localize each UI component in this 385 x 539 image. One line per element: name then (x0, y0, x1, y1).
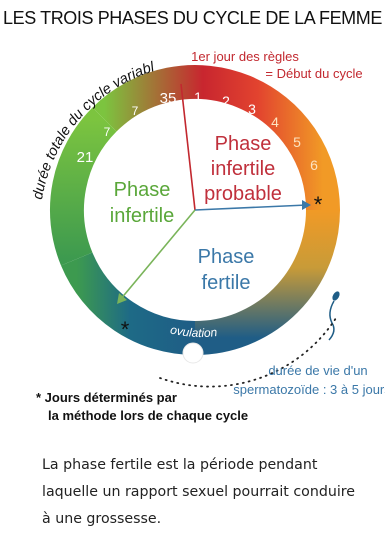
page-title: LES TROIS PHASES DU CYCLE DE LA FEMME (3, 8, 382, 28)
ovulation-label: ovulation (169, 322, 218, 340)
footnote-line1: * Jours déterminés par (36, 390, 177, 405)
star-marker-left: * (121, 317, 130, 342)
phase-fertile-line2: fertile (202, 272, 251, 294)
day-35: 35 (160, 90, 177, 107)
cycle-start-label: = Début du cycle (265, 66, 362, 81)
arrow-left-head (117, 293, 127, 304)
day-6: 6 (310, 157, 318, 173)
ring-segment-top (92, 65, 340, 211)
caption-line3: à une grossesse. (42, 511, 162, 527)
caption-line2: laquelle un rapport sexuel pourrait cond… (42, 484, 356, 500)
ring-segment-right (194, 209, 340, 355)
cycle-ring (50, 65, 340, 355)
sperm-life-line1: durée de vie d'un (268, 363, 367, 378)
phase-infertile-probable-line1: Phase (215, 133, 272, 155)
phase-infertile-line1: Phase (114, 179, 171, 201)
divider-left (119, 209, 196, 301)
sperm-life-line2: spermatozoïde : 3 à 5 jours (233, 382, 385, 397)
day-1: 1 (194, 89, 202, 105)
divider-top (180, 83, 196, 211)
caption-line1: La phase fertile est la période pendant (42, 457, 318, 473)
phase-fertile-line1: Phase (198, 246, 255, 268)
divider-right (194, 204, 308, 211)
phase-infertile-probable-line2: infertile (211, 158, 275, 180)
day-7a: 7 (132, 104, 139, 118)
ring-segment-left (50, 107, 117, 266)
sperm-life-dotted-arc (159, 317, 337, 388)
phase-infertile-probable-line3: probable (204, 183, 282, 205)
first-day-label: 1er jour des règles (191, 49, 299, 64)
day-7b: 7 (104, 125, 111, 139)
cycle-diagram: Phase infertile probable Phase infertile… (0, 0, 385, 423)
star-marker-right: * (314, 192, 323, 217)
day-4: 4 (271, 114, 279, 130)
day-numbers: 35 1 2 3 4 5 6 7 7 21 (77, 89, 318, 173)
day-2: 2 (222, 93, 230, 109)
footnote-line2: la méthode lors de chaque cycle (48, 408, 248, 423)
day-21: 21 (77, 149, 94, 166)
ovulation-dot (182, 342, 204, 364)
ring-segment-bottom (60, 252, 196, 355)
arrow-right-head (302, 200, 311, 210)
day-5: 5 (293, 134, 301, 150)
day-3: 3 (248, 101, 256, 117)
caption: La phase fertile est la période pendant … (42, 452, 362, 533)
ovulation-label-path: ovulation (169, 322, 218, 340)
spermatozoid-icon (328, 291, 340, 341)
phase-infertile-line2: infertile (110, 205, 174, 227)
